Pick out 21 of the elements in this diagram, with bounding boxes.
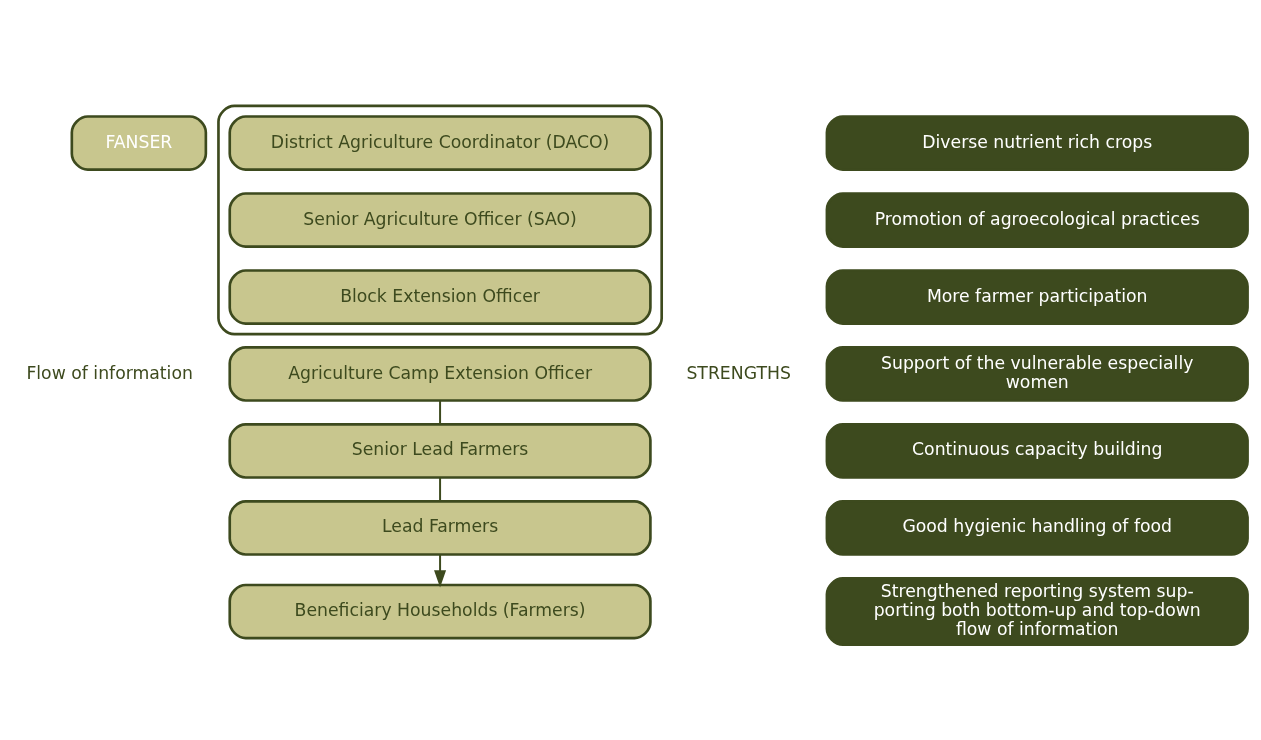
cluster	[217, 104, 663, 336]
node-box: Support of the vulnerable especially women	[825, 346, 1249, 402]
node-box: Promotion of agroecological practices	[825, 192, 1249, 248]
label: Flow of information	[26, 362, 193, 383]
node-box: Strengthened reporting system sup- porting both bottom-up and top-down flow of information	[825, 577, 1249, 646]
arrow	[434, 553, 447, 588]
node-box: Senior Agriculture Officer (SAO)	[228, 192, 652, 248]
node-box: Diverse nutrient rich crops	[825, 115, 1249, 171]
node-box: More farmer participation	[825, 269, 1249, 325]
node-box: Beneficiary Households (Farmers)	[228, 583, 652, 640]
node-box: Agriculture Camp Extension Officer	[228, 346, 652, 402]
node-box: Lead Farmers	[228, 500, 652, 556]
node-box: Good hygienic handling of food	[825, 500, 1249, 556]
connector	[439, 476, 442, 503]
connector	[439, 399, 442, 426]
node-box: FANSER	[70, 115, 208, 171]
node-box: Senior Lead Farmers	[228, 423, 652, 479]
label: STRENGTHS	[686, 362, 791, 383]
node-box: Continuous capacity building	[825, 423, 1249, 479]
node-box: Block Extension Officer	[228, 269, 652, 325]
node-box: District Agriculture Coordinator (DACO)	[228, 115, 652, 171]
